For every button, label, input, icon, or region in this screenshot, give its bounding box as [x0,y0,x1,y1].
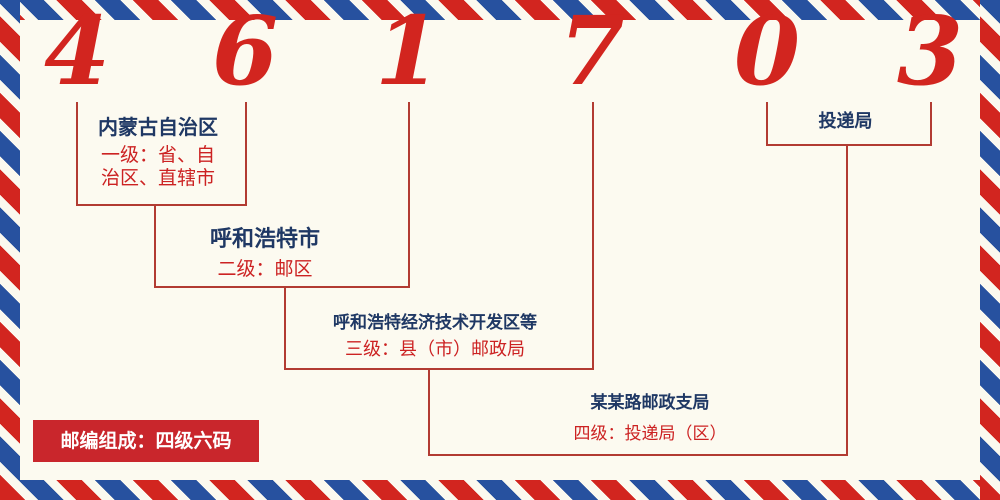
connector-delivery-left [766,102,768,146]
connector-l2-drop [284,286,286,370]
level3-desc: 三级：县（市）邮政局 [345,339,525,360]
delivery-office-text: 投递局 [818,111,873,132]
level4-label: 某某路邮政支局 四级：投递局（区） [500,392,800,445]
postal-digit-2: 6 [211,0,279,107]
connector-l1-right [245,102,247,206]
airmail-border-top [0,0,1000,20]
connector-l3-right [592,102,594,370]
airmail-border-bottom [0,480,1000,500]
connector-l1-drop [154,204,156,288]
connector-l2-bottom [154,286,410,288]
postal-digit-5: 0 [733,0,801,107]
level2-region-name: 呼和浩特市 [209,227,320,252]
level4-region-name: 某某路邮政支局 [590,393,710,413]
airmail-border-right [980,0,1000,500]
airmail-border-left [0,0,20,500]
connector-l4-bottom [428,454,848,456]
postal-digit-1: 4 [43,0,111,107]
level4-desc: 四级：投递局（区） [573,424,727,444]
level3-label: 呼和浩特经济技术开发区等 三级：县（市）邮政局 [280,312,590,361]
connector-l1-left [76,102,78,206]
connector-delivery-bottom [766,144,932,146]
level3-region-name: 呼和浩特经济技术开发区等 [333,313,537,333]
level2-desc: 二级：邮区 [217,258,313,280]
postcode-composition-badge: 邮编组成：四级六码 [33,420,259,462]
level1-desc-line1: 一级：省、自 [100,144,215,166]
connector-delivery-right [930,102,932,146]
connector-l1-bottom [76,204,247,206]
level2-label: 呼和浩特市 二级：邮区 [160,226,370,281]
delivery-office-label: 投递局 [768,110,923,134]
level1-region-name: 内蒙古自治区 [98,115,218,139]
connector-l3-bottom [284,368,594,370]
postal-digit-4: 7 [558,0,626,107]
postal-digit-6: 3 [896,0,964,107]
level1-desc-line2: 治区、直辖市 [100,167,215,189]
postal-digit-3: 1 [374,0,442,107]
connector-l3-drop [428,368,430,456]
level1-label: 内蒙古自治区 一级：省、自 治区、直辖市 [58,114,258,190]
connector-l4-riser [846,146,848,456]
connector-l2-right [408,102,410,288]
